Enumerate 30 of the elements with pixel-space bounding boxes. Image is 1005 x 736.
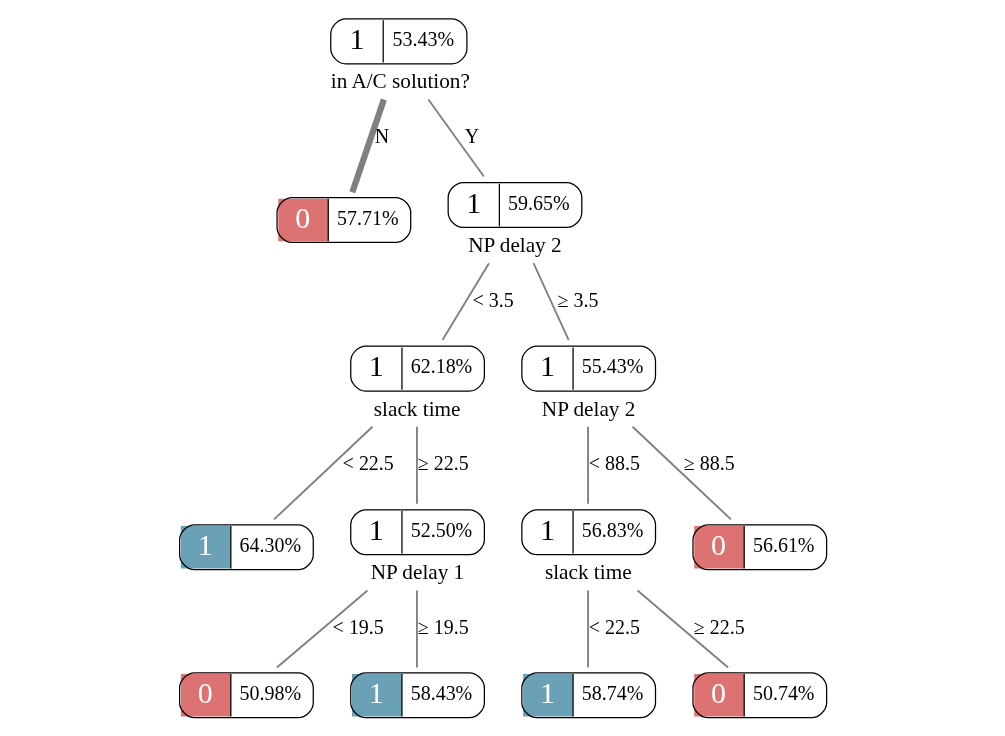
edge-label: < 19.5	[332, 615, 384, 638]
edge-label: ≥ 88.5	[683, 452, 735, 475]
connector	[441, 262, 490, 342]
connector	[427, 98, 485, 178]
edge-label: < 22.5	[342, 452, 394, 475]
node-label: NP delay 2	[468, 232, 562, 257]
edge-label: Y	[464, 124, 480, 147]
node-label: slack time	[544, 560, 632, 585]
edge-label: ≥ 22.5	[693, 615, 745, 638]
connector	[631, 425, 732, 521]
connector	[273, 425, 374, 521]
connector	[275, 589, 369, 669]
connector	[587, 425, 589, 505]
connector	[416, 589, 418, 669]
node-label: NP delay 2	[541, 396, 636, 421]
edge-label: ≥ 19.5	[417, 615, 469, 638]
edge-label: ≥ 22.5	[417, 452, 469, 475]
edge-label: N	[374, 124, 390, 147]
node-label: in A/C solution?	[330, 69, 470, 94]
node-label: slack time	[373, 396, 461, 421]
edge-label: < 3.5	[472, 288, 514, 311]
edge-label: ≥ 3.5	[557, 288, 599, 311]
edge-label: < 22.5	[588, 615, 640, 638]
connector	[532, 262, 570, 342]
node-label: NP delay 1	[370, 560, 465, 585]
connector	[587, 589, 589, 669]
edge-label: < 88.5	[588, 452, 640, 475]
connector	[636, 589, 730, 669]
connector	[349, 98, 387, 194]
connector	[416, 425, 418, 505]
